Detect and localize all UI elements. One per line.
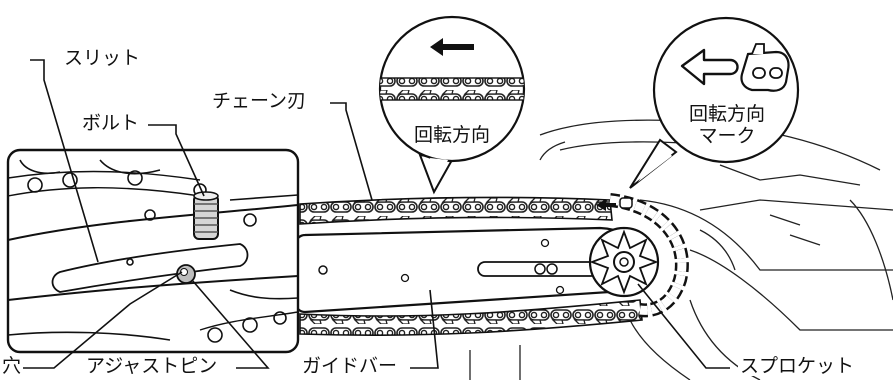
label-adjust-pin: アジャストピン bbox=[84, 355, 220, 377]
adjust-pin bbox=[176, 264, 196, 284]
label-chain-blade: チェーン刃 bbox=[210, 90, 309, 112]
mark-arrow-icon bbox=[680, 48, 739, 86]
label-rotation-direction-mark: 回転方向 マーク bbox=[682, 103, 772, 148]
label-rotation-direction: 回転方向 bbox=[414, 124, 491, 146]
bolt bbox=[193, 191, 219, 240]
housing-rotation-mark bbox=[596, 197, 633, 211]
sprocket bbox=[588, 226, 660, 298]
label-guide-bar: ガイドバー bbox=[300, 355, 400, 377]
rotation-direction-bubble bbox=[378, 15, 526, 195]
rotation-mark-bubble bbox=[629, 16, 800, 189]
saw-housing bbox=[469, 119, 893, 380]
leader-lines bbox=[22, 59, 730, 369]
zoom-inset bbox=[6, 148, 300, 354]
direction-arrow-icon bbox=[430, 38, 474, 56]
label-sprocket: スプロケット bbox=[738, 355, 857, 377]
label-hole: 穴 bbox=[0, 355, 24, 377]
label-slit: スリット bbox=[62, 47, 143, 69]
chain-link-icon bbox=[740, 43, 790, 92]
label-bolt: ボルト bbox=[80, 112, 142, 134]
label-rotation-mark-line2: マーク bbox=[698, 124, 756, 147]
label-rotation-mark-line1: 回転方向 bbox=[688, 103, 765, 125]
